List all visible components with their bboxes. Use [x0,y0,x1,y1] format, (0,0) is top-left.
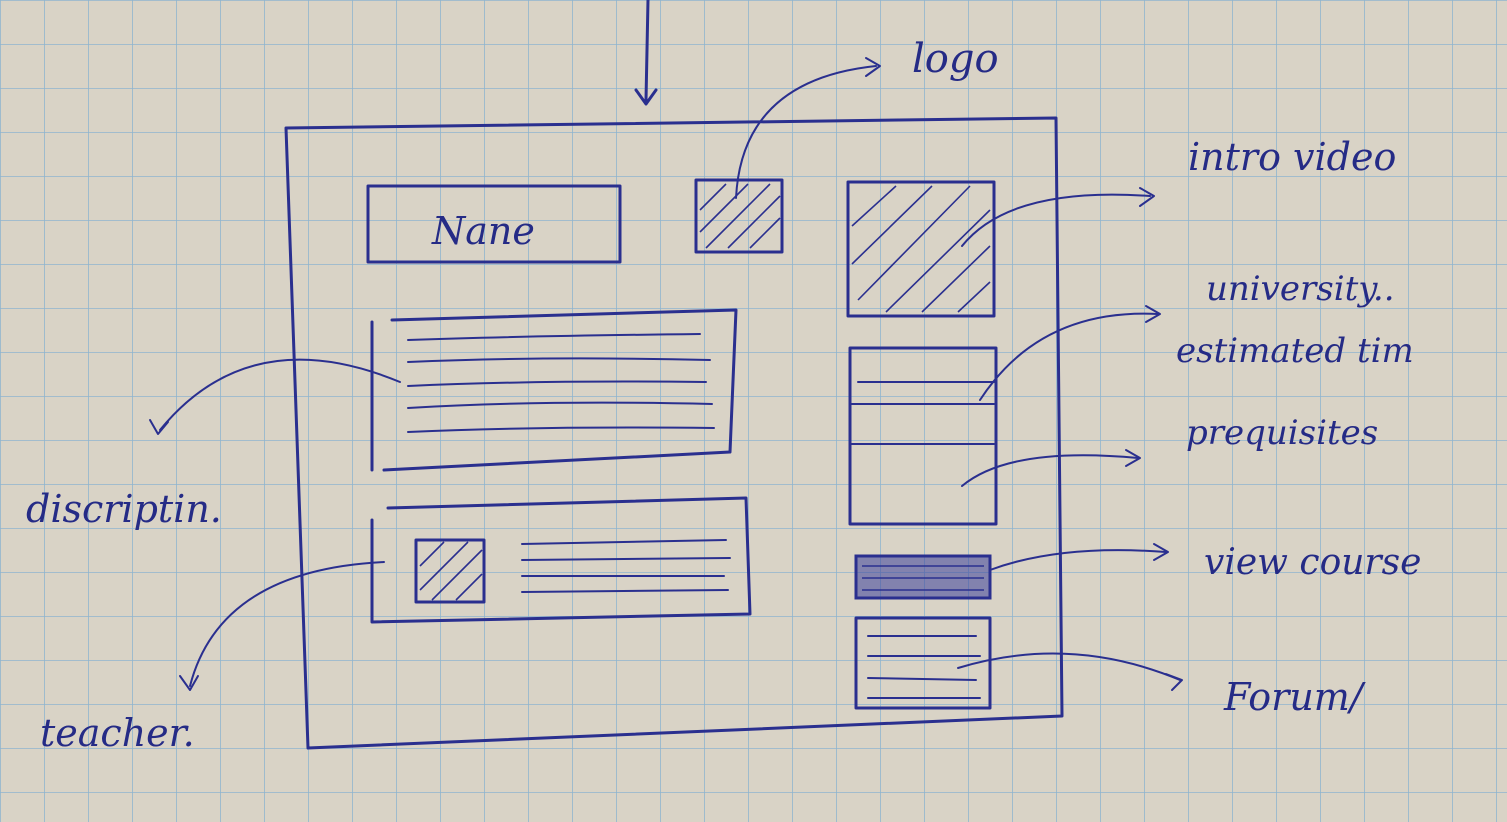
teacher-photo [414,538,486,604]
description-block [370,308,738,472]
forum-annotation: Forum/ [1223,675,1366,719]
course-name-box: Nane [366,184,622,264]
intro-video-annotation: intro video [1188,135,1396,179]
prerequisites-annotation: prequisites [1186,413,1378,453]
course-info-box [848,346,998,526]
connector-arrows [149,57,1183,691]
estimated-time-annotation: estimated tim [1176,331,1414,371]
intro-video-placeholder [846,180,996,318]
teacher-block [370,496,752,624]
top-arrow [634,0,658,106]
forum-box [854,616,992,710]
logo-placeholder [694,178,784,254]
view-course-button-sketch [854,554,992,600]
page-frame [284,116,1064,750]
university-annotation: university.. [1206,269,1395,309]
view-course-annotation: view course [1204,542,1421,583]
logo-annotation: logo [912,36,999,82]
course-name-label: Nane [431,209,535,253]
description-annotation: discriptin. [26,487,222,531]
teacher-annotation: teacher. [40,711,195,755]
